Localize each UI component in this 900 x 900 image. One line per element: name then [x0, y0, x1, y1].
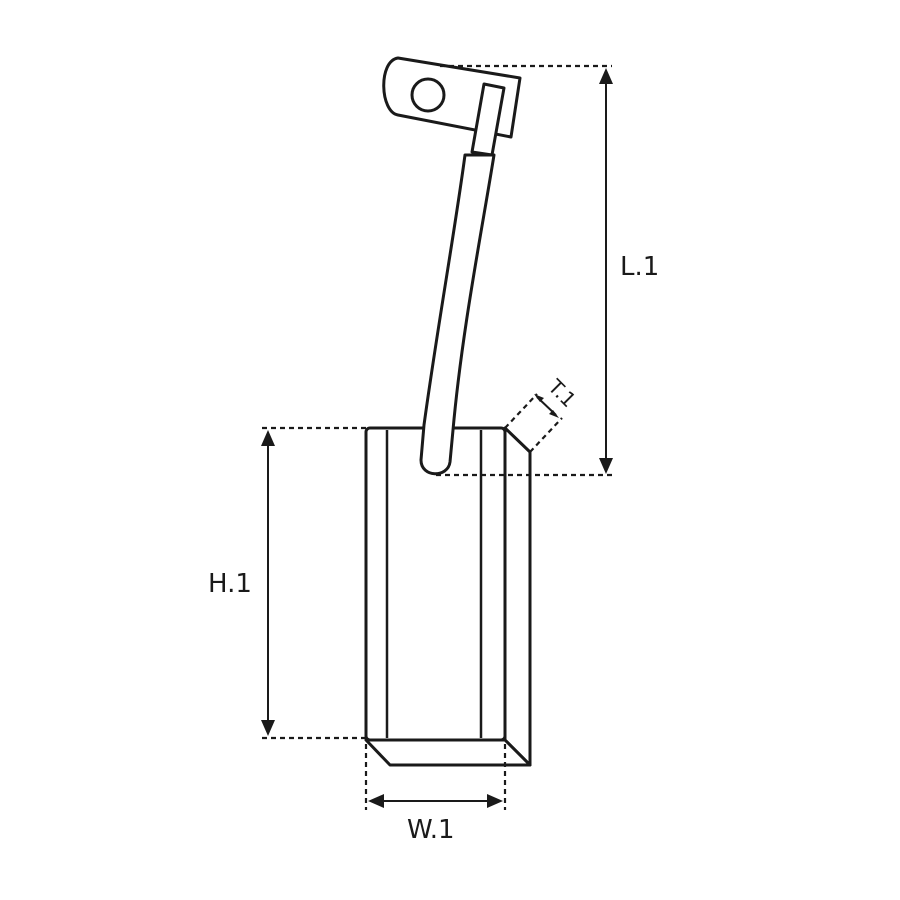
ext-thickness-2 — [529, 417, 563, 453]
label-thickness: T.1 — [543, 374, 581, 412]
label-length: L.1 — [620, 252, 659, 282]
dimension-labels: L.1 H.1 W.1 T.1 — [208, 252, 659, 845]
ext-thickness-1 — [504, 393, 538, 429]
extension-lines — [262, 64, 612, 810]
lug-hole — [410, 77, 446, 113]
terminal-lug — [382, 56, 522, 157]
dim-height-arrow-top — [261, 430, 275, 446]
dimension-lines — [261, 68, 613, 808]
lug-crimp-sleeve — [470, 82, 506, 157]
dim-width-arrow-right — [487, 794, 503, 808]
carbon-block — [364, 426, 532, 767]
dim-height-arrow-bottom — [261, 720, 275, 736]
dim-length-arrow-bottom — [599, 458, 613, 474]
dim-thickness-arrow-b — [549, 410, 559, 418]
dim-width-arrow-left — [368, 794, 384, 808]
label-height: H.1 — [208, 569, 252, 599]
label-width: W.1 — [407, 815, 455, 845]
shunt-wire — [419, 153, 496, 476]
block-bottom-face — [364, 738, 532, 767]
dim-length-arrow-top — [599, 68, 613, 84]
dim-thickness-arrow-a — [534, 394, 544, 402]
wire-body — [419, 153, 496, 476]
block-side-face — [503, 426, 532, 767]
